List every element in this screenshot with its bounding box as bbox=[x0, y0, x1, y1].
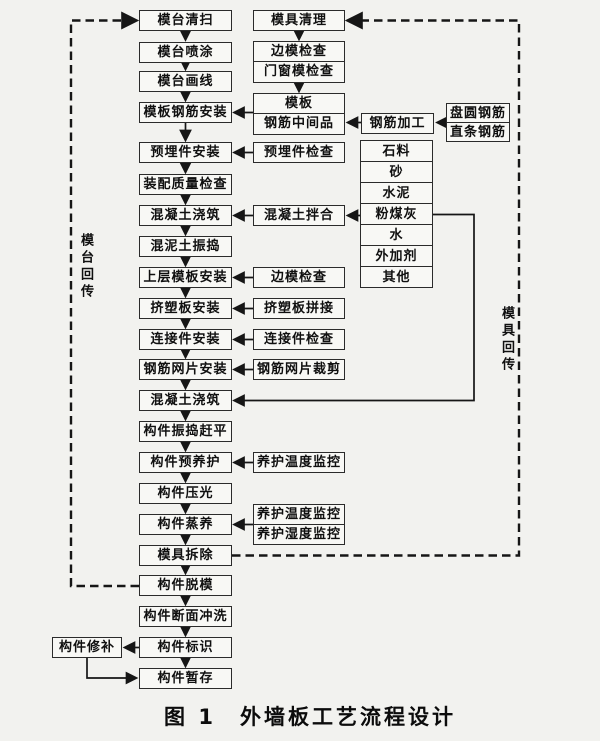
side-stack: 边模检查门窗模检查 bbox=[253, 41, 345, 83]
figure-caption: 图 1 外墙板工艺流程设计 bbox=[164, 705, 456, 729]
stack-row: 养护湿度监控 bbox=[254, 523, 344, 544]
material-row: 其他 bbox=[361, 266, 432, 287]
flow-step: 预埋件安装 bbox=[139, 142, 232, 163]
material-row: 水泥 bbox=[361, 182, 432, 203]
flow-step: 构件暂存 bbox=[139, 668, 232, 689]
flow-step: 模台清扫 bbox=[139, 10, 232, 31]
flow-step: 上层模板安装 bbox=[139, 267, 232, 288]
repair-box: 构件修补 bbox=[52, 637, 122, 658]
stack-row: 门窗模检查 bbox=[254, 61, 344, 81]
flow-step: 挤塑板安装 bbox=[139, 298, 232, 319]
material-row: 石料 bbox=[382, 143, 411, 159]
right-loop-label: 模具回传 bbox=[498, 306, 514, 374]
flow-step: 钢筋网片安装 bbox=[139, 359, 232, 380]
material-row: 砂 bbox=[361, 161, 432, 182]
material-row: 外加剂 bbox=[361, 245, 432, 266]
flow-step: 模板钢筋安装 bbox=[139, 102, 232, 123]
side-stack: 养护温度监控养护湿度监控 bbox=[253, 503, 345, 545]
side-box: 钢筋网片裁剪 bbox=[253, 359, 345, 380]
flow-step: 混凝土浇筑 bbox=[139, 205, 232, 226]
side-box: 连接件检查 bbox=[253, 329, 345, 350]
stack-row: 钢筋中间品 bbox=[254, 113, 344, 133]
side-box: 模具清理 bbox=[253, 10, 345, 31]
material-row: 水 bbox=[361, 224, 432, 245]
stack-row: 模板 bbox=[284, 96, 313, 112]
side-box: 边模检查 bbox=[253, 267, 345, 288]
side-box: 预埋件检查 bbox=[253, 142, 345, 163]
flow-step: 构件蒸养 bbox=[139, 514, 232, 535]
rebar-process-box: 钢筋加工 bbox=[361, 113, 434, 134]
material-row: 粉煤灰 bbox=[361, 203, 432, 224]
flow-step: 构件压光 bbox=[139, 483, 232, 504]
flow-step: 装配质量检查 bbox=[139, 174, 232, 195]
flow-step: 连接件安装 bbox=[139, 329, 232, 350]
stack-row: 边模检查 bbox=[270, 44, 327, 60]
flow-step: 构件断面冲洗 bbox=[139, 606, 232, 627]
stack-row: 养护温度监控 bbox=[256, 506, 341, 522]
rebar-source-stack: 盘圆钢筋直条钢筋 bbox=[446, 103, 510, 142]
side-box: 养护温度监控 bbox=[253, 452, 345, 473]
side-box: 挤塑板拼接 bbox=[253, 298, 345, 319]
stack-row: 盘圆钢筋 bbox=[449, 105, 506, 121]
flow-step: 混泥土振捣 bbox=[139, 236, 232, 257]
flow-arrow bbox=[86, 657, 139, 685]
side-box: 混凝土拌合 bbox=[253, 205, 345, 226]
flow-step: 构件标识 bbox=[139, 637, 232, 658]
return-loop-dashed bbox=[69, 11, 140, 588]
stack-row: 直条钢筋 bbox=[447, 122, 509, 141]
flow-step: 模台喷涂 bbox=[139, 41, 232, 63]
side-stack: 模板钢筋中间品 bbox=[253, 93, 345, 135]
flow-step: 构件脱模 bbox=[139, 575, 232, 596]
flow-step: 模台画线 bbox=[139, 71, 232, 92]
flow-step: 构件振捣赶平 bbox=[139, 421, 232, 442]
flow-step: 构件预养护 bbox=[139, 452, 232, 473]
flow-step: 混凝土浇筑 bbox=[139, 390, 232, 411]
materials-stack: 石料砂水泥粉煤灰水外加剂其他 bbox=[360, 140, 433, 288]
flow-step: 模具拆除 bbox=[139, 545, 232, 566]
left-loop-label: 模台回传 bbox=[77, 233, 93, 301]
